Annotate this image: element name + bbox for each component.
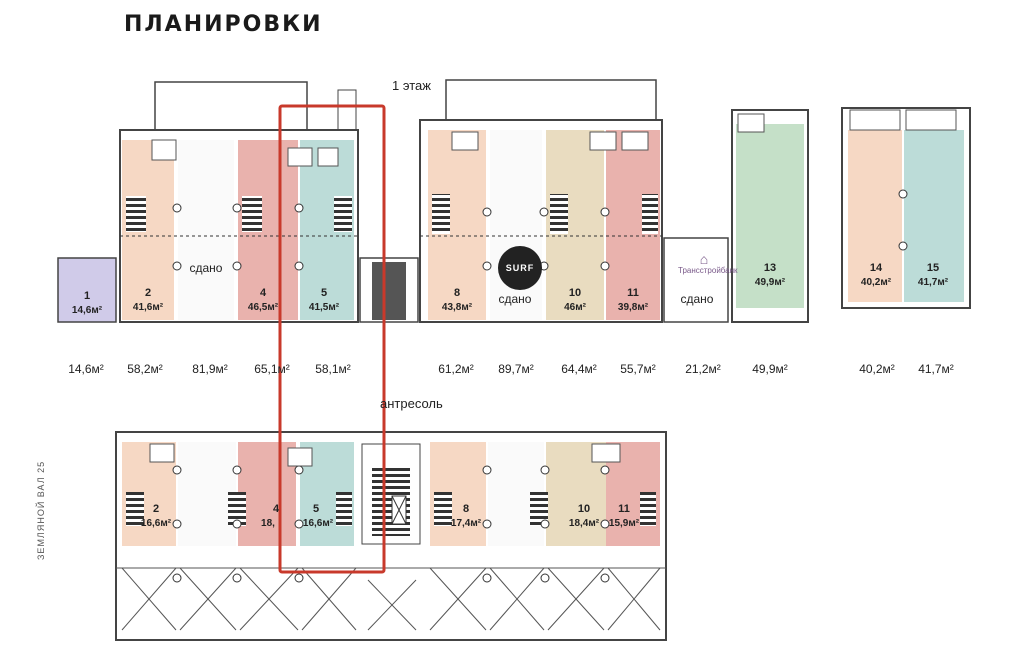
mezzanine-block <box>115 431 667 641</box>
mez-unit-area: 16,6м² <box>140 518 172 529</box>
unit-number: 11 <box>627 287 639 299</box>
total-area: 81,9м² <box>192 362 228 376</box>
unit-number: 13 <box>763 262 777 274</box>
unit-area: 14,6м² <box>71 305 103 316</box>
page-title: ПЛАНИРОВКИ <box>124 12 323 37</box>
mez-unit-number: 10 <box>577 503 591 515</box>
bank-logo: ⌂ Трансстройбанк <box>678 251 738 282</box>
unit-number: 4 <box>259 287 267 299</box>
floor1-label: 1 этаж <box>392 78 431 93</box>
total-area: 58,2м² <box>127 362 163 376</box>
rented-label: сдано <box>680 292 714 306</box>
mez-unit-number: 11 <box>618 503 630 515</box>
mez-unit-area: 18, <box>261 518 275 529</box>
unit-area: 41,6м² <box>132 302 164 313</box>
unit-area: 49,9м² <box>754 277 786 288</box>
unit-area: 46,5м² <box>247 302 279 313</box>
unit-14-fill <box>848 130 902 302</box>
mez-unit-area: 17,4м² <box>450 518 482 529</box>
mez-unit-4-fill <box>238 442 296 546</box>
house-icon: ⌂ <box>699 251 709 267</box>
total-area: 64,4м² <box>561 362 597 376</box>
mez-unit-area: 15,9м² <box>608 518 640 529</box>
total-area: 61,2м² <box>438 362 474 376</box>
total-area: 49,9м² <box>752 362 788 376</box>
total-area: 55,7м² <box>620 362 656 376</box>
mez-unit-area: 16,6м² <box>302 518 334 529</box>
total-area: 21,2м² <box>685 362 721 376</box>
unit-number: 14 <box>869 262 883 274</box>
unit-area: 43,8м² <box>441 302 473 313</box>
surf-logo: SURF <box>498 246 542 290</box>
rented-label: сдано <box>189 261 223 275</box>
unit-number: 5 <box>320 287 328 299</box>
total-area: 65,1м² <box>254 362 290 376</box>
mez-unit-number: 4 <box>272 503 280 515</box>
unit-number: 10 <box>568 287 582 299</box>
unit-area: 41,5м² <box>308 302 340 313</box>
stair-core-floor1 <box>359 257 419 323</box>
mez-unit-number: 2 <box>152 503 160 515</box>
mez-unit-area: 18,4м² <box>568 518 600 529</box>
mezzanine-label: антресоль <box>380 396 443 411</box>
unit-area: 41,7м² <box>917 277 949 288</box>
unit-13-fill <box>736 124 804 308</box>
total-area: 89,7м² <box>498 362 534 376</box>
floor1-left-block <box>57 81 359 323</box>
floor1-middle-block <box>419 79 663 323</box>
total-area: 14,6м² <box>68 362 104 376</box>
bank-logo-text: Трансстройбанк <box>678 266 738 275</box>
unit-number: 8 <box>453 287 461 299</box>
unit-number: 2 <box>144 287 152 299</box>
highlight-frame <box>278 104 386 574</box>
floor1-far-right-block <box>841 107 971 309</box>
street-label: ЗЕМЛЯНОЙ ВАЛ 25 <box>36 460 46 560</box>
unit-15-fill <box>904 130 964 302</box>
mez-unit-number: 5 <box>312 503 320 515</box>
unit-number: 15 <box>926 262 940 274</box>
unit-area: 46м² <box>564 302 586 313</box>
unit-number: 1 <box>83 290 91 302</box>
unit-1-fill <box>57 257 117 323</box>
unit-area: 40,2м² <box>860 277 892 288</box>
mez-unit-number: 8 <box>462 503 470 515</box>
total-area: 41,7м² <box>918 362 954 376</box>
total-area: 58,1м² <box>315 362 351 376</box>
total-area: 40,2м² <box>859 362 895 376</box>
floor1-right-block <box>663 109 809 323</box>
rented-label: сдано <box>498 292 532 306</box>
unit-area: 39,8м² <box>617 302 649 313</box>
